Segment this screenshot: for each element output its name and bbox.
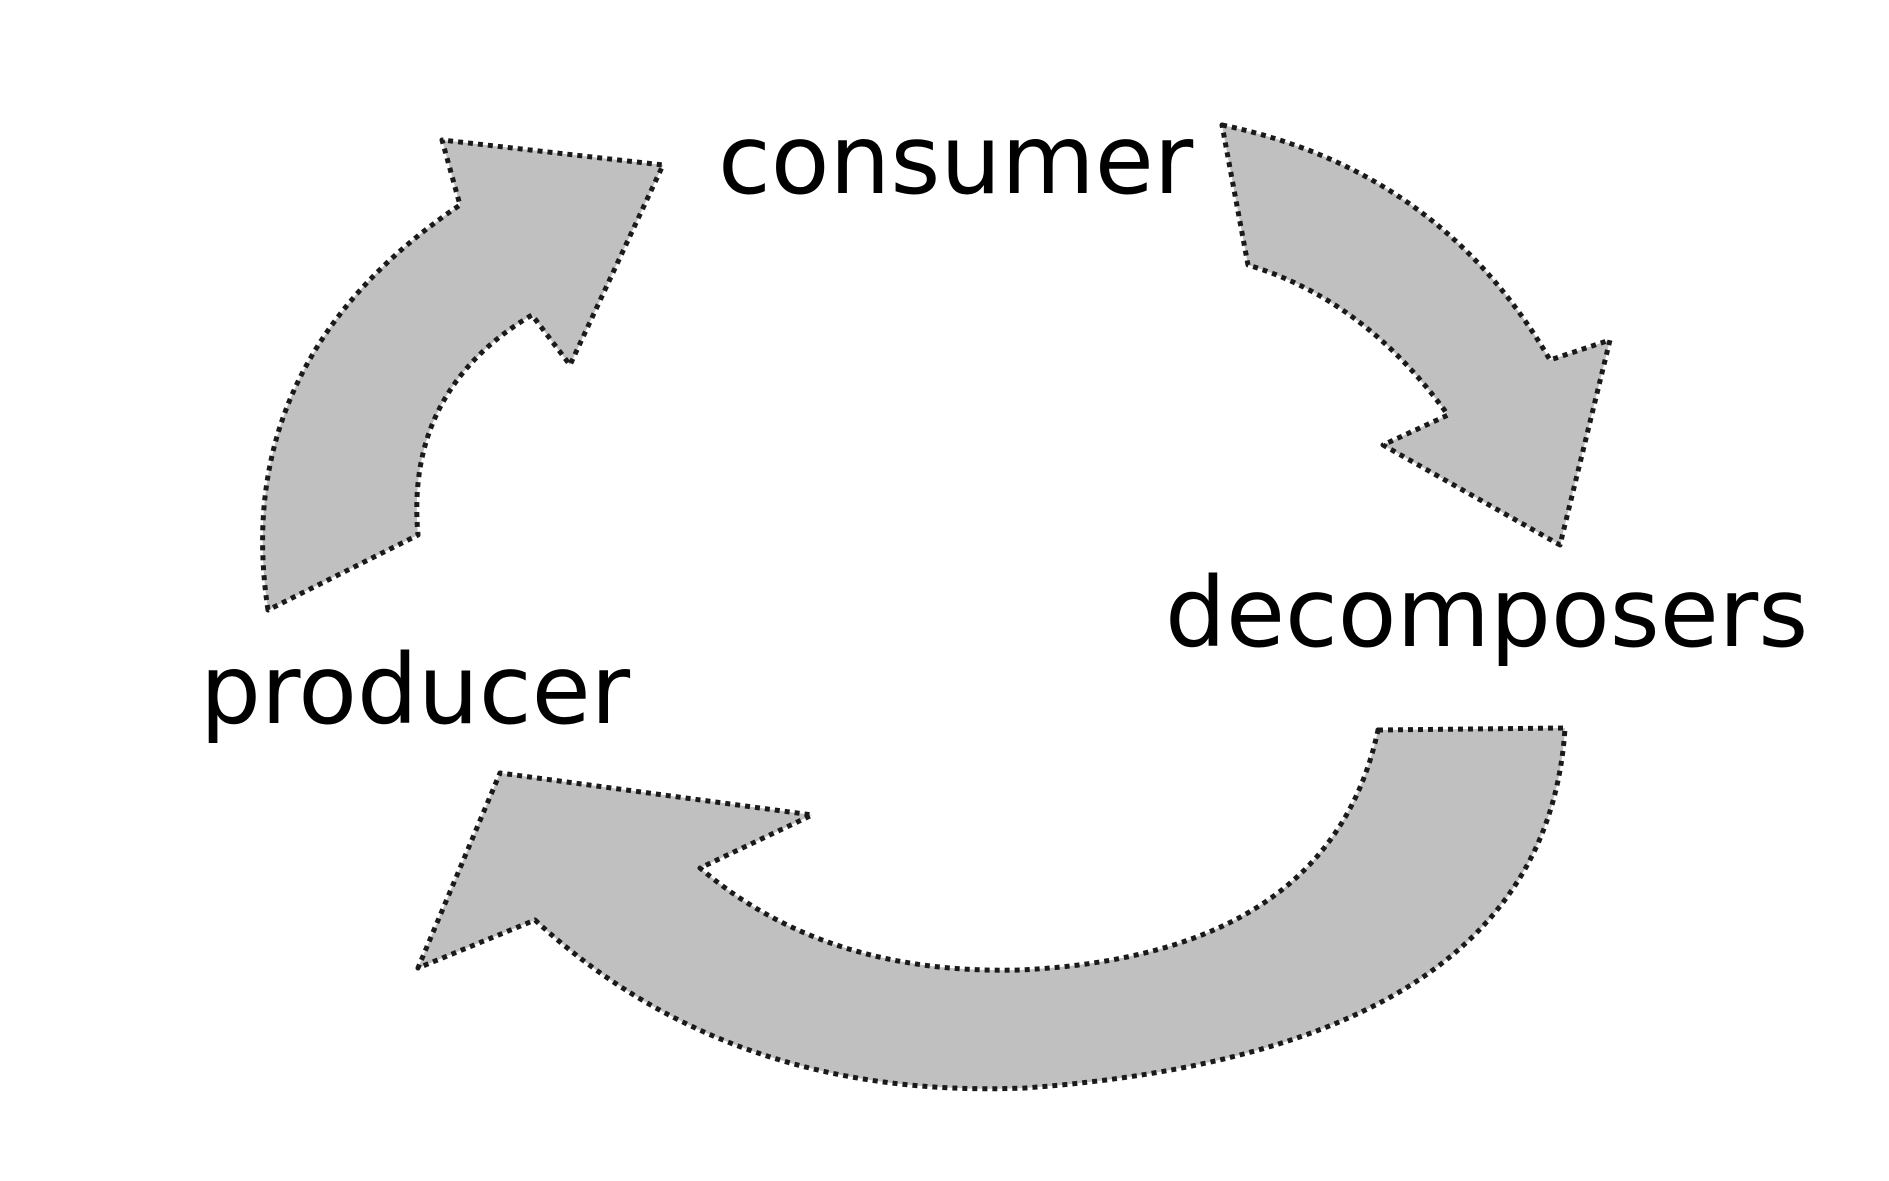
label-consumer: consumer <box>718 104 1194 216</box>
label-decomposers: decomposers <box>1165 557 1809 669</box>
arrow-consumer-to-decomposers <box>1219 122 1613 548</box>
arrow-decomposers-to-producer <box>415 725 1568 1092</box>
arrow-producer-to-consumer <box>260 137 666 613</box>
label-producer: producer <box>200 634 631 746</box>
